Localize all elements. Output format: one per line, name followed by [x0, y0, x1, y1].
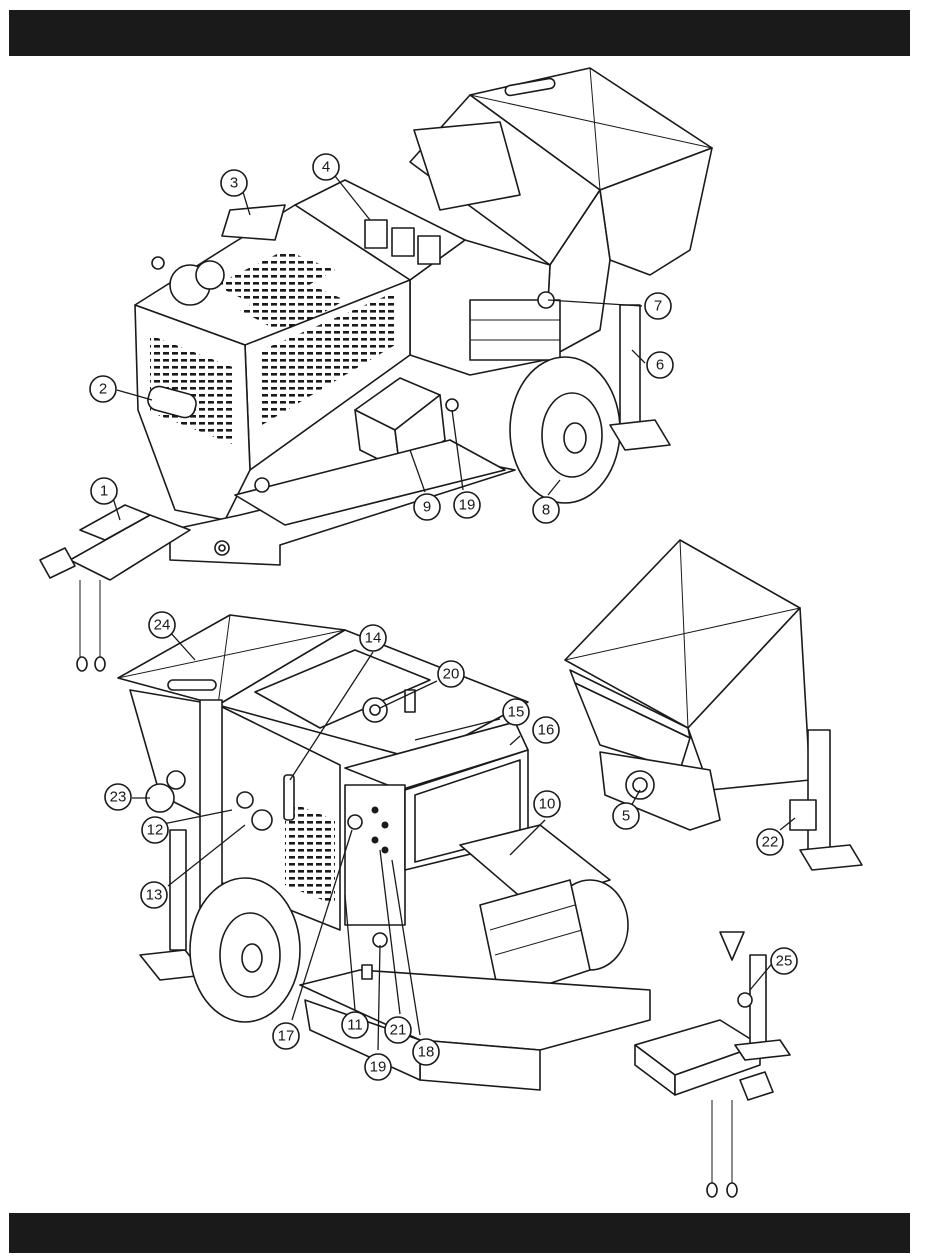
- bottom-tow-hitch: [740, 1072, 773, 1100]
- top-valve-b: [392, 228, 414, 256]
- bottom-valve: [252, 810, 272, 830]
- bottom-jack-pin: [720, 932, 744, 960]
- callout-16: 16: [533, 717, 559, 743]
- callout-6: 6: [647, 352, 673, 378]
- callout-10: 10: [534, 791, 560, 817]
- top-tow-chain: [80, 580, 100, 660]
- svg-text:19: 19: [459, 497, 476, 514]
- callout-13: 13: [141, 882, 167, 908]
- bottom-cabinet-face: [345, 785, 405, 925]
- svg-text:20: 20: [443, 666, 460, 683]
- svg-text:10: 10: [539, 796, 556, 813]
- svg-text:5: 5: [622, 808, 630, 825]
- bottom-leg-post: [170, 830, 186, 950]
- top-valve-a: [365, 220, 387, 248]
- svg-text:14: 14: [365, 630, 382, 647]
- svg-text:4: 4: [322, 159, 330, 176]
- svg-text:21: 21: [390, 1022, 407, 1039]
- rear-leg-foot: [800, 845, 862, 870]
- top-support-leg: [620, 305, 640, 425]
- svg-text:3: 3: [230, 175, 238, 192]
- callout-2: 2: [90, 376, 116, 402]
- bottom-level-gauge: [284, 775, 294, 820]
- svg-text:18: 18: [418, 1044, 435, 1061]
- callout-5: 5: [613, 803, 639, 829]
- svg-text:15: 15: [508, 704, 525, 721]
- callout-11: 11: [342, 1012, 368, 1038]
- svg-text:22: 22: [762, 834, 779, 851]
- svg-text:17: 17: [278, 1028, 295, 1045]
- svg-text:12: 12: [147, 822, 164, 839]
- rear-view-hopper: [565, 540, 862, 870]
- svg-text:13: 13: [146, 887, 163, 904]
- svg-text:1: 1: [100, 483, 108, 500]
- top-valve-c: [418, 236, 440, 264]
- bottom-hopper-handle: [168, 680, 216, 690]
- svg-text:6: 6: [656, 357, 664, 374]
- callout-1: 1: [91, 478, 117, 504]
- bottom-drain-knob: [373, 933, 387, 947]
- callout-7: 7: [645, 293, 671, 319]
- svg-text:19: 19: [370, 1059, 387, 1076]
- callout-9: 9: [414, 494, 440, 520]
- bottom-water-inlet: [146, 784, 174, 812]
- bottom-gauge: [237, 792, 253, 808]
- top-drain-knob: [446, 399, 458, 411]
- top-access-panel: [414, 122, 520, 210]
- callout-24: 24: [149, 612, 175, 638]
- svg-text:24: 24: [154, 617, 171, 634]
- svg-text:8: 8: [542, 502, 550, 519]
- svg-text:9: 9: [423, 499, 431, 516]
- callout-8: 8: [533, 497, 559, 523]
- callout-23: 23: [105, 784, 131, 810]
- callout-20: 20: [438, 661, 464, 687]
- callout-19-top: 19: [454, 492, 480, 518]
- rear-support-leg: [808, 730, 830, 850]
- top-view-machine: [40, 68, 712, 671]
- bottom-socket: [362, 965, 372, 979]
- callout-25: 25: [771, 948, 797, 974]
- callout-17: 17: [273, 1023, 299, 1049]
- callout-3: 3: [221, 170, 247, 196]
- top-tow-hitch: [40, 548, 75, 578]
- svg-text:23: 23: [110, 789, 127, 806]
- callout-18: 18: [413, 1039, 439, 1065]
- bottom-cabinet-lock: [348, 815, 362, 829]
- svg-text:2: 2: [99, 381, 107, 398]
- svg-text:25: 25: [776, 953, 793, 970]
- rear-socket: [790, 800, 816, 830]
- callout-15: 15: [503, 699, 529, 725]
- callout-14: 14: [360, 625, 386, 651]
- svg-text:16: 16: [538, 722, 555, 739]
- top-pump-body: [470, 300, 560, 360]
- callout-4: 4: [313, 154, 339, 180]
- bottom-tow-chain: [712, 1100, 732, 1185]
- top-engine-flap: [222, 205, 285, 240]
- callout-22: 22: [757, 829, 783, 855]
- callout-19-bottom: 19: [365, 1054, 391, 1080]
- svg-text:7: 7: [654, 298, 662, 315]
- callout-21: 21: [385, 1017, 411, 1043]
- callout-12: 12: [142, 817, 168, 843]
- svg-text:11: 11: [347, 1017, 363, 1034]
- top-filler-cap: [255, 478, 269, 492]
